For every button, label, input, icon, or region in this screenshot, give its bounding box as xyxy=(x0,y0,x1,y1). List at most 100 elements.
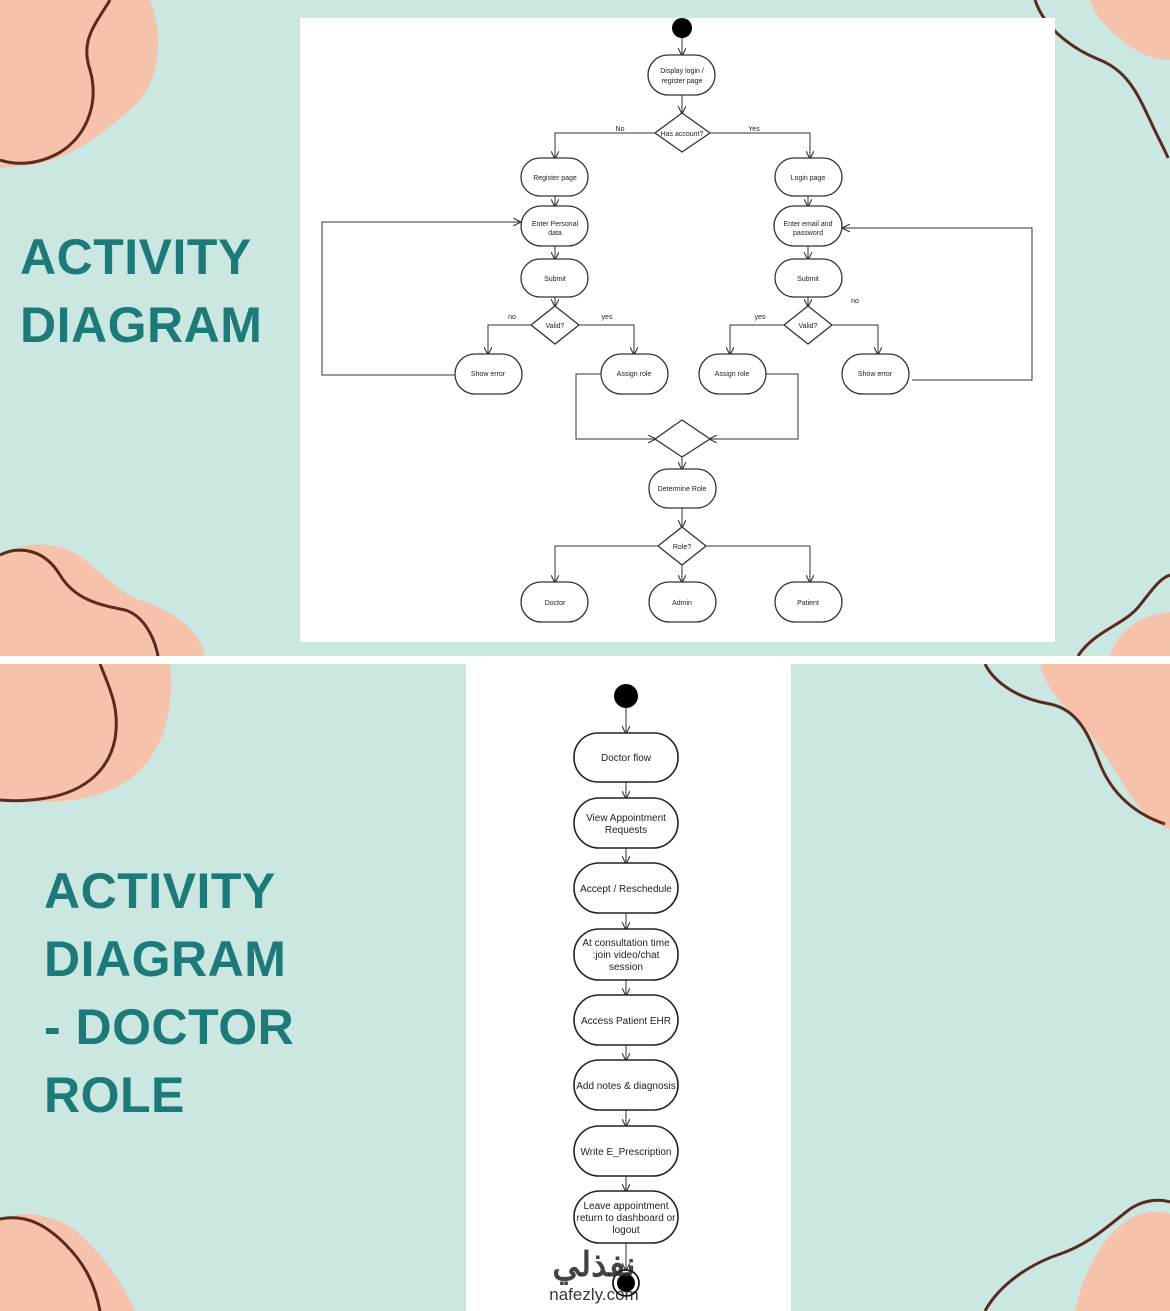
label: Enter email and xyxy=(783,221,832,228)
title-line: DIAGRAM xyxy=(44,931,287,987)
label: Has account? xyxy=(661,131,704,138)
end-node xyxy=(612,1269,640,1297)
step-label: Leave appointment xyxy=(583,1201,668,1212)
edge-retry-right xyxy=(843,228,1033,381)
label: Admin xyxy=(672,600,692,607)
edge-label: No xyxy=(616,126,625,133)
blob-bottom-right xyxy=(1075,1211,1170,1311)
squiggle-top-right xyxy=(983,664,1166,826)
label: Determine Role xyxy=(658,486,707,493)
step-label: Accept / Reschedule xyxy=(580,884,672,895)
edge-label: no xyxy=(508,314,516,321)
label: Login page xyxy=(791,175,826,182)
action-login-page xyxy=(774,157,843,197)
blob-top-left xyxy=(0,664,172,802)
label: Valid? xyxy=(799,323,818,330)
decision-has-account xyxy=(653,112,712,153)
title-line: ACTIVITY xyxy=(44,863,276,919)
squiggle-bottom-right xyxy=(1076,573,1170,656)
slide-title: ACTIVITY DIAGRAM - DOCTOR ROLE xyxy=(44,866,294,1138)
label: Register page xyxy=(533,175,577,182)
edge-label: yes xyxy=(755,314,766,321)
step-label: return to dashboard or xyxy=(577,1213,677,1224)
merge-node xyxy=(653,419,712,458)
decorative-background xyxy=(0,664,1170,1311)
step-label: Doctor flow xyxy=(601,753,652,764)
watermark-latin: nafezly.com xyxy=(549,1285,638,1304)
decision-valid-left xyxy=(529,305,581,345)
action-access-patient-ehr xyxy=(573,994,679,1046)
blob-top-left xyxy=(0,0,159,168)
action-doctor-flow xyxy=(573,732,679,783)
watermark-arabic: نفذلي xyxy=(552,1246,635,1285)
action-nodes xyxy=(454,54,910,623)
action-join-session xyxy=(573,928,679,981)
step-label: At consultation time xyxy=(582,938,670,949)
edge-label: no xyxy=(851,298,859,305)
label: Role? xyxy=(673,544,691,551)
label: Patient xyxy=(797,600,819,607)
label: Valid? xyxy=(546,323,565,330)
node-labels: Display login / register page Has accoun… xyxy=(471,68,893,607)
decision-role xyxy=(656,526,708,566)
edge-no-right xyxy=(832,324,878,354)
action-write-e-prescription xyxy=(573,1125,679,1177)
title-line: DIAGRAM xyxy=(20,297,263,353)
edge-no xyxy=(555,132,655,158)
action-patient xyxy=(774,581,843,623)
action-nodes xyxy=(573,732,679,1244)
watermark-logo: نفذلي nafezly.com xyxy=(549,1246,638,1304)
blob-bottom-left xyxy=(0,544,205,656)
action-assign-role-left xyxy=(600,353,669,395)
edge-label: yes xyxy=(602,314,613,321)
action-accept-reschedule xyxy=(573,862,679,914)
action-show-error-left xyxy=(454,353,523,395)
blob-top-right xyxy=(1090,0,1170,61)
label: password xyxy=(793,230,823,237)
action-enter-email-password xyxy=(773,205,843,247)
edge-label: Yes xyxy=(748,126,760,133)
title-line: ROLE xyxy=(44,1067,185,1123)
slide-title: ACTIVITY DIAGRAM xyxy=(20,232,262,368)
edges xyxy=(321,38,1033,582)
action-add-notes-diagnosis xyxy=(573,1059,679,1111)
squiggle-top-left xyxy=(0,0,112,165)
edge-merge-left xyxy=(575,373,655,439)
action-leave-appointment xyxy=(573,1190,679,1244)
squiggle-top-left xyxy=(0,664,118,803)
login-activity-diagram: Display login / register page Has accoun… xyxy=(321,18,1033,623)
decorative-background xyxy=(0,0,1170,656)
label: Doctor xyxy=(545,600,566,607)
step-label: :join video/chat xyxy=(593,950,660,961)
edge-retry-left xyxy=(321,222,520,376)
step-label: View Appointment xyxy=(586,813,666,824)
slide-activity-diagram: ACTIVITY DIAGRAM xyxy=(0,0,1170,656)
diagram-panel: Doctor flow View Appointment Requests Ac… xyxy=(466,664,791,1311)
slide-activity-diagram-doctor-role: ACTIVITY DIAGRAM - DOCTOR ROLE xyxy=(0,664,1170,1311)
action-doctor xyxy=(520,581,589,623)
blob-bottom-right xyxy=(1110,612,1170,656)
label: Enter Personal xyxy=(532,221,579,228)
edge-yes xyxy=(710,132,810,158)
diagram-panel: Display login / register page Has accoun… xyxy=(300,18,1055,642)
action-show-error-right xyxy=(841,353,910,395)
step-label: Access Patient EHR xyxy=(581,1016,671,1027)
label: Display login / xyxy=(660,68,704,75)
action-determine-role xyxy=(648,468,717,509)
start-node xyxy=(672,18,692,38)
label: data xyxy=(548,230,562,237)
step-label: session xyxy=(609,962,643,973)
action-register-page xyxy=(520,157,589,197)
start-node xyxy=(614,684,638,708)
edge-no-left xyxy=(488,324,531,354)
squiggle-bottom-left xyxy=(0,1216,102,1311)
label: Show error xyxy=(471,371,506,378)
step-label: logout xyxy=(612,1225,639,1236)
step-labels: Doctor flow View Appointment Requests Ac… xyxy=(576,753,676,1236)
blob-top-right xyxy=(1040,664,1170,829)
step-label: Write E_Prescription xyxy=(581,1147,672,1158)
action-display-login xyxy=(647,54,716,96)
squiggle-bottom-right xyxy=(983,1198,1170,1311)
blob-bottom-left xyxy=(0,1214,135,1311)
decision-valid-right xyxy=(782,305,834,345)
